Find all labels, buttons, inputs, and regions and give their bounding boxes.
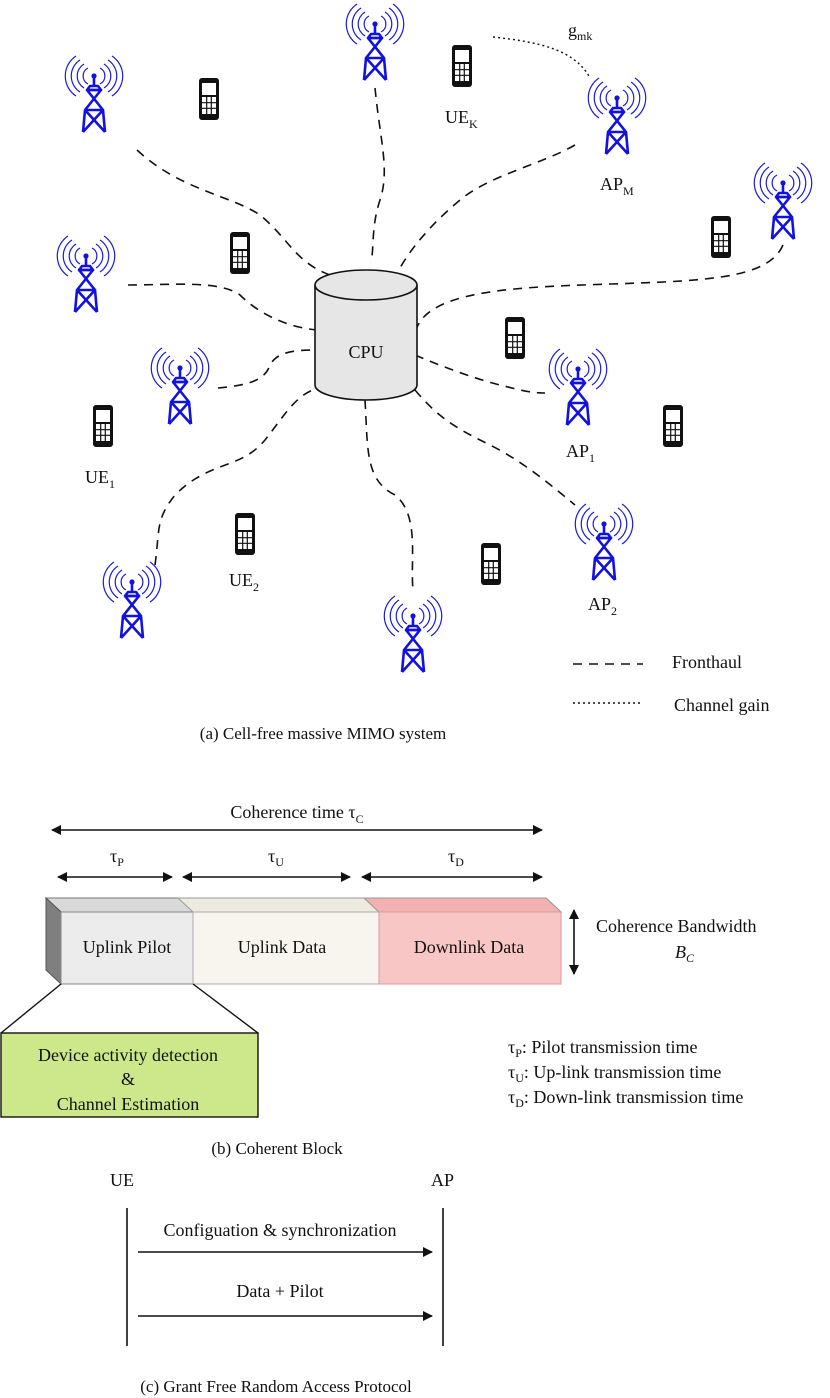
- fronthaul-links: [127, 87, 784, 591]
- panel-b: Coherence time τC τP τU τD Uplink Pilot …: [0, 802, 756, 1158]
- fronthaul-link: [415, 244, 784, 331]
- cpu-node: CPU: [314, 269, 418, 401]
- definition-tau-u: τU: Up-link transmission time: [508, 1062, 721, 1085]
- zoom-line-left: [0, 983, 62, 1034]
- bandwidth-label: Coherence Bandwidth: [596, 916, 756, 936]
- tau-p-label: τP: [110, 846, 124, 869]
- uplink-data-block: [192, 911, 380, 985]
- legend-channel-gain-label: Channel gain: [674, 695, 769, 715]
- fronthaul-link: [414, 354, 546, 394]
- legend-fronthaul-label: Fronthaul: [672, 652, 742, 672]
- caption-b: (b) Coherent Block: [211, 1139, 343, 1158]
- user-device-icon: [504, 316, 526, 360]
- uplink-data-label: Uplink Data: [238, 937, 326, 957]
- bandwidth-symbol: BC: [675, 942, 695, 965]
- message-2-label: Data + Pilot: [236, 1281, 323, 1301]
- cpu-label: CPU: [348, 342, 383, 362]
- detection-line-2: &: [121, 1069, 135, 1089]
- access-point-icon: [586, 76, 648, 156]
- zoom-line-right: [192, 983, 259, 1034]
- ap-m-label: APM: [600, 174, 634, 198]
- uplink-pilot-label: Uplink Pilot: [83, 937, 172, 957]
- caption-a: (a) Cell-free massive MIMO system: [200, 724, 446, 743]
- detection-line-1: Device activity detection: [38, 1045, 218, 1065]
- access-point-icon: [63, 54, 125, 134]
- coherent-block: Uplink Pilot Uplink Data Downlink Data: [44, 896, 563, 986]
- gain-label: gmk: [568, 20, 592, 43]
- fronthaul-link: [369, 87, 386, 263]
- user-device-icon: [710, 215, 732, 259]
- detection-box: [0, 1032, 259, 1118]
- access-point-icon: [149, 346, 211, 426]
- ue-1-label: UE1: [85, 467, 115, 491]
- access-point-icon: [55, 234, 117, 314]
- caption-c: (c) Grant Free Random Access Protocol: [140, 1377, 412, 1396]
- access-point-icon: [344, 2, 406, 82]
- definition-tau-d: τD: Down-link transmission time: [508, 1087, 743, 1110]
- access-point-icon: [573, 502, 635, 582]
- user-device-icon: [480, 542, 502, 586]
- fronthaul-link: [364, 399, 414, 591]
- tau-u-label: τU: [268, 846, 284, 869]
- channel-gain-link: [492, 36, 591, 79]
- access-point-icon: [382, 594, 444, 674]
- fronthaul-link: [136, 149, 331, 276]
- access-point-icon: [547, 347, 609, 427]
- ue-2-label: UE2: [229, 570, 259, 594]
- panel-a: gmk CPU UEK APM UE1 AP1 UE2: [55, 2, 814, 743]
- definition-tau-p: τP: Pilot transmission time: [508, 1037, 697, 1060]
- user-device-icon: [198, 77, 220, 121]
- ap-header: AP: [431, 1170, 454, 1190]
- fronthaul-link: [127, 283, 319, 331]
- panel-c: UE AP Configuation & synchronization Dat…: [110, 1170, 454, 1396]
- access-point-icon: [101, 560, 163, 640]
- ap-1-label: AP1: [566, 441, 595, 465]
- access-point-icon: [752, 161, 814, 241]
- legend: Fronthaul Channel gain: [573, 652, 769, 715]
- fronthaul-link: [414, 389, 576, 506]
- ap-2-label: AP2: [588, 594, 617, 618]
- coherence-time-label: Coherence time τC: [230, 802, 363, 826]
- user-device-icon: [662, 404, 684, 448]
- ue-k-label: UEK: [445, 107, 478, 131]
- user-device-icon: [229, 231, 251, 275]
- message-1-label: Configuation & synchronization: [164, 1220, 397, 1240]
- user-device-icon: [92, 404, 114, 448]
- tau-d-label: τD: [448, 846, 464, 869]
- user-device-icon: [451, 44, 473, 88]
- ue-header: UE: [110, 1170, 134, 1190]
- fronthaul-link: [217, 349, 319, 389]
- fronthaul-link: [154, 387, 319, 566]
- detection-line-3: Channel Estimation: [57, 1094, 199, 1114]
- downlink-data-block: [378, 911, 562, 985]
- fronthaul-link: [399, 144, 576, 269]
- user-device-icon: [234, 512, 256, 556]
- downlink-data-label: Downlink Data: [414, 937, 524, 957]
